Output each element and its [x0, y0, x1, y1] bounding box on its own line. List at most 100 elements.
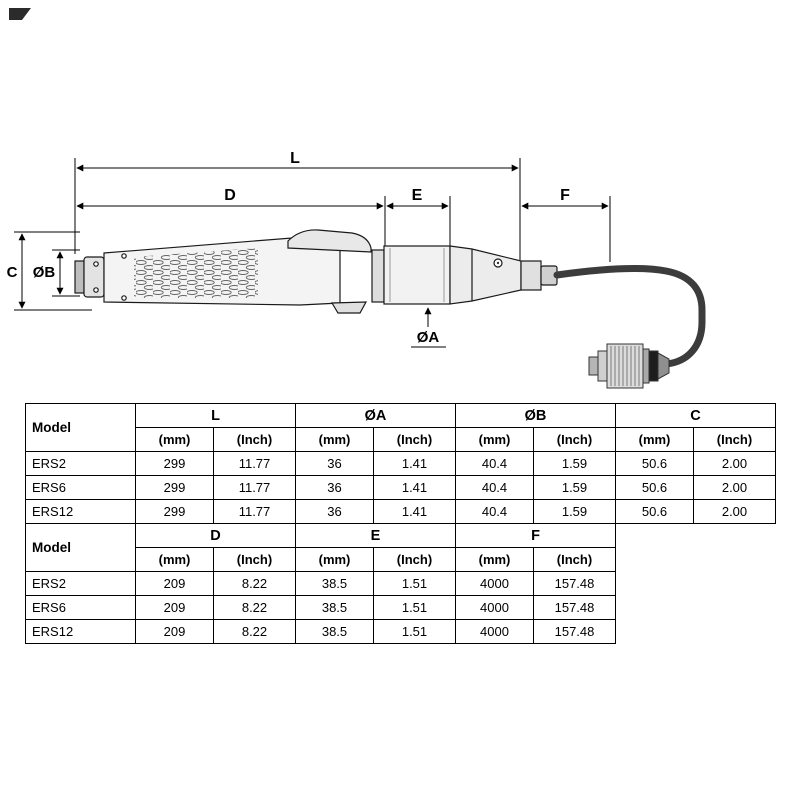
label-c: C: [7, 264, 18, 281]
label-f: F: [560, 187, 570, 204]
value-cell: 299: [135, 475, 214, 500]
value-cell: 40.4: [455, 475, 534, 500]
table-row: ERS12 209 8.22 38.5 1.51 4000 157.48: [25, 619, 616, 644]
unit-header: (Inch): [213, 547, 296, 572]
value-cell: 1.59: [533, 499, 616, 524]
value-cell: 36: [295, 475, 374, 500]
group-header-oa: ØA: [295, 403, 456, 428]
unit-header: (mm): [615, 427, 694, 452]
value-cell: 4000: [455, 571, 534, 596]
dimension-d: [76, 196, 386, 247]
value-cell: 38.5: [295, 571, 374, 596]
group-header-ob: ØB: [455, 403, 616, 428]
value-cell: 209: [135, 619, 214, 644]
value-cell: 11.77: [213, 451, 296, 476]
label-ob: ØB: [33, 264, 56, 281]
value-cell: 157.48: [533, 595, 616, 620]
table-row: ERS6 209 8.22 38.5 1.51 4000 157.48: [25, 595, 616, 620]
cable-connector: [588, 343, 670, 389]
model-cell: ERS6: [25, 595, 136, 620]
unit-header: (mm): [295, 427, 374, 452]
table-row: ERS2 299 11.77 36 1.41 40.4 1.59 50.6 2.…: [25, 451, 776, 476]
connector-band: [648, 350, 659, 382]
label-d: D: [224, 187, 236, 204]
value-cell: 8.22: [213, 619, 296, 644]
value-cell: 1.59: [533, 475, 616, 500]
unit-header: (Inch): [533, 547, 616, 572]
value-cell: 2.00: [693, 451, 776, 476]
unit-header: (mm): [295, 547, 374, 572]
value-cell: 2.00: [693, 475, 776, 500]
unit-header: (Inch): [373, 547, 456, 572]
value-cell: 157.48: [533, 571, 616, 596]
dimension-table-upper: Model L ØA ØB C (mm) (Inch) (mm) (Inch) …: [25, 403, 776, 524]
value-cell: 50.6: [615, 499, 694, 524]
unit-header: (mm): [135, 547, 214, 572]
value-cell: 36: [295, 499, 374, 524]
value-cell: 38.5: [295, 595, 374, 620]
value-cell: 11.77: [213, 475, 296, 500]
value-cell: 1.51: [373, 595, 456, 620]
value-cell: 1.51: [373, 619, 456, 644]
value-cell: 40.4: [455, 451, 534, 476]
connector-tip: [588, 356, 599, 376]
value-cell: 299: [135, 499, 214, 524]
label-e: E: [412, 187, 423, 204]
value-cell: 1.59: [533, 451, 616, 476]
dimension-l: [74, 158, 521, 260]
value-cell: 50.6: [615, 475, 694, 500]
value-cell: 209: [135, 571, 214, 596]
table-row: ERS6 299 11.77 36 1.41 40.4 1.59 50.6 2.…: [25, 475, 776, 500]
model-header: Model: [25, 523, 136, 572]
group-header-f: F: [455, 523, 616, 548]
screwdriver-dimension-drawing: L D E F C ØB: [7, 8, 706, 389]
coupling: [371, 249, 385, 303]
value-cell: 8.22: [213, 595, 296, 620]
table-row: ERS2 209 8.22 38.5 1.51 4000 157.48: [25, 571, 616, 596]
dimension-f: [521, 196, 611, 262]
value-cell: 1.41: [373, 451, 456, 476]
dimension-oa: [411, 307, 446, 348]
dimension-c: [14, 231, 92, 311]
unit-header: (mm): [135, 427, 214, 452]
value-cell: 299: [135, 451, 214, 476]
value-cell: 4000: [455, 595, 534, 620]
unit-header: (Inch): [213, 427, 296, 452]
label-oa: ØA: [417, 329, 440, 346]
connector-knurling: [610, 346, 640, 386]
header-row-units: (mm) (Inch) (mm) (Inch) (mm) (Inch): [26, 547, 616, 572]
corner-artifact: [9, 8, 31, 20]
dimension-ob: [52, 249, 80, 297]
unit-header: (Inch): [693, 427, 776, 452]
dimension-table-lower: Model D E F (mm) (Inch) (mm) (Inch) (mm)…: [25, 523, 616, 644]
motor-cylinder: [383, 245, 451, 305]
bit-tip: [74, 260, 85, 294]
unit-header: (mm): [455, 547, 534, 572]
value-cell: 157.48: [533, 619, 616, 644]
table-row: ERS12 299 11.77 36 1.41 40.4 1.59 50.6 2…: [25, 499, 776, 524]
group-header-d: D: [135, 523, 296, 548]
power-cable: [553, 264, 706, 368]
value-cell: 36: [295, 451, 374, 476]
unit-header: (mm): [455, 427, 534, 452]
value-cell: 40.4: [455, 499, 534, 524]
value-cell: 209: [135, 595, 214, 620]
value-cell: 4000: [455, 619, 534, 644]
model-cell: ERS6: [25, 475, 136, 500]
model-cell: ERS12: [25, 499, 136, 524]
header-row-units: (mm) (Inch) (mm) (Inch) (mm) (Inch) (mm)…: [26, 427, 776, 452]
group-header-l: L: [135, 403, 296, 428]
header-row-groups: Model D E F: [25, 523, 616, 572]
screwdriver-body: [74, 229, 558, 314]
group-header-e: E: [295, 523, 456, 548]
grip-texture: [134, 248, 258, 298]
value-cell: 1.41: [373, 499, 456, 524]
value-cell: 1.51: [373, 571, 456, 596]
value-cell: 2.00: [693, 499, 776, 524]
group-header-c: C: [615, 403, 776, 428]
unit-header: (Inch): [373, 427, 456, 452]
value-cell: 8.22: [213, 571, 296, 596]
connector-barrel: [606, 343, 644, 389]
dimension-tables: Model L ØA ØB C (mm) (Inch) (mm) (Inch) …: [25, 403, 776, 644]
dimension-e: [386, 196, 451, 247]
